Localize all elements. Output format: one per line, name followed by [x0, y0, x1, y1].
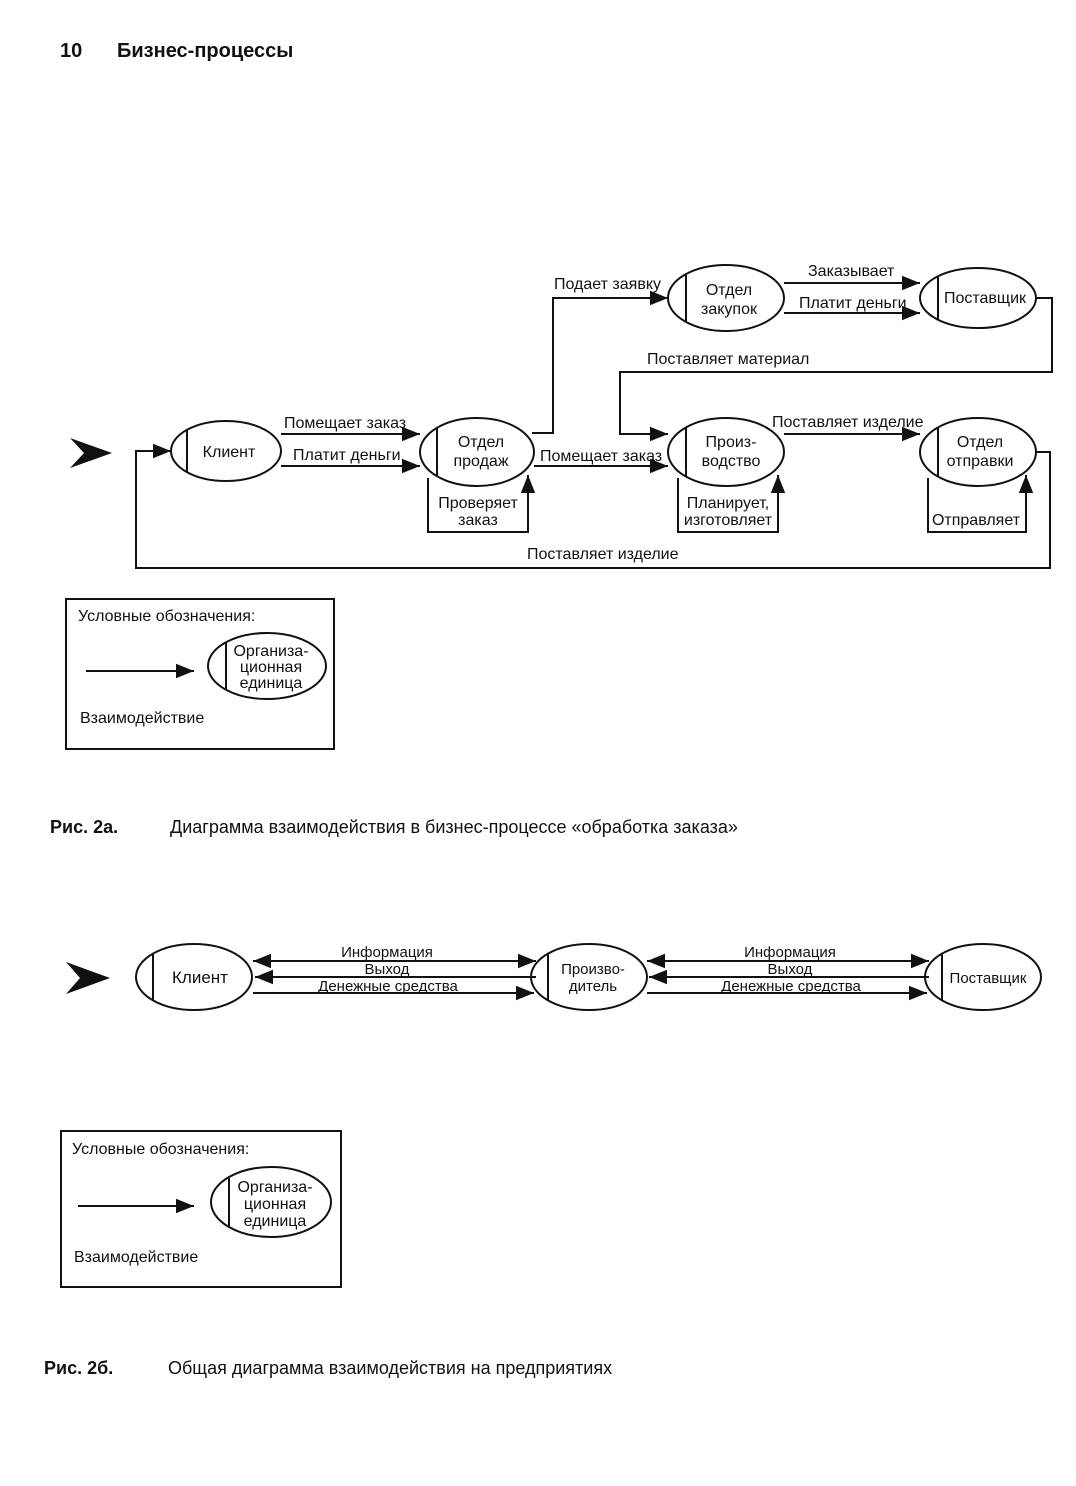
legend-2b-unit-1: Организа-: [237, 1179, 312, 1196]
flow-info-right-label: Информация: [744, 944, 836, 961]
entry-arrowhead-icon: [70, 438, 112, 468]
node-shipping: [919, 417, 1037, 487]
flow-money-left-label: Денежные средства: [318, 978, 458, 995]
edge-supplies-product-label: Поставляет изделие: [772, 414, 924, 431]
caption-2a-label: Рис. 2а.: [50, 817, 119, 837]
node-supplier-label: Поставщик: [944, 290, 1027, 307]
legend-2b-unit-3: единица: [244, 1213, 307, 1230]
loop-checks-order-label-2: заказ: [458, 512, 498, 529]
figure-2a: [65, 264, 1053, 750]
page-number: 10: [60, 40, 83, 62]
legend-2a-unit-1: Организа-: [233, 643, 308, 660]
legend-2a-box: [65, 598, 335, 750]
node-sales: [419, 417, 535, 487]
flow-info-left-label: Информация: [341, 944, 433, 961]
node-shipping-label-2: отправки: [947, 453, 1014, 470]
loop-plans-makes-label-2: изготовляет: [684, 512, 773, 529]
legend-2b-box: [60, 1130, 342, 1288]
node-client-2b: [135, 943, 253, 1011]
node-producer-label-2: дитель: [569, 978, 617, 995]
node-production-label-2: водство: [702, 453, 761, 470]
caption-2a-text: Диаграмма взаимодействия в бизнес-процес…: [170, 817, 738, 837]
legend-2a-unit-2: ционная: [240, 659, 302, 676]
node-purchasing-label-2: закупок: [701, 301, 758, 318]
edge-pays-money-label: Платит деньги: [293, 447, 401, 464]
loop-ships: [927, 475, 1034, 533]
loop-plans-makes: [677, 475, 786, 533]
loop-checks-order-label-1: Проверяет: [438, 495, 518, 512]
node-producer-label-1: Произво-: [561, 961, 625, 978]
figure-2b: [60, 943, 1042, 1288]
node-client-2b-label: Клиент: [172, 968, 228, 987]
legend-2a-unit: [207, 632, 327, 700]
flow-output-right-label: Выход: [768, 961, 813, 978]
node-sales-label-1: Отдел: [458, 434, 504, 451]
legend-2a-interaction: Взаимодействие: [80, 710, 204, 727]
edge-supplies-product-back: [135, 443, 1051, 569]
edge-places-order-2-label: Помещает заказ: [540, 448, 662, 465]
loop-plans-makes-label-1: Планирует,: [687, 495, 769, 512]
running-title: Бизнес-процессы: [117, 40, 294, 62]
legend-2a-unit-3: единица: [240, 675, 303, 692]
node-client-label: Клиент: [203, 444, 256, 461]
edge-orders-label: Заказывает: [808, 263, 895, 280]
node-production: [667, 417, 785, 487]
node-purchasing-label-1: Отдел: [706, 282, 752, 299]
edge-submits-request: [532, 290, 668, 434]
loop-checks-order: [427, 475, 536, 533]
loop-ships-label: Отправляет: [932, 512, 1021, 529]
caption-2b-label: Рис. 2б.: [44, 1358, 114, 1378]
edge-places-order-label: Помещает заказ: [284, 415, 406, 432]
edge-supplies-material-label: Поставляет материал: [647, 351, 809, 368]
caption-2b-text: Общая диаграмма взаимодействия на предпр…: [168, 1358, 613, 1378]
flow-money-right-label: Денежные средства: [721, 978, 861, 995]
legend-2b-unit: [210, 1166, 332, 1238]
legend-2b-title: Условные обозначения:: [72, 1141, 249, 1158]
legend-2b-unit-2: ционная: [244, 1196, 306, 1213]
legend-2a-title: Условные обозначения:: [78, 608, 255, 625]
edge-pays-money-2-label: Платит деньги: [799, 295, 907, 312]
node-shipping-label-1: Отдел: [957, 434, 1003, 451]
flow-output-left-label: Выход: [365, 961, 410, 978]
entry-arrowhead-2b-icon: [66, 962, 110, 994]
legend-2b-interaction: Взаимодействие: [74, 1249, 198, 1266]
edge-supplies-product-back-label: Поставляет изделие: [527, 546, 679, 563]
edge-supplies-material: [619, 297, 1053, 442]
node-sales-label-2: продаж: [453, 453, 508, 470]
node-supplier-2b-label: Поставщик: [950, 970, 1027, 987]
edge-submits-request-label: Подает заявку: [554, 276, 661, 293]
node-production-label-1: Произ-: [706, 434, 757, 451]
